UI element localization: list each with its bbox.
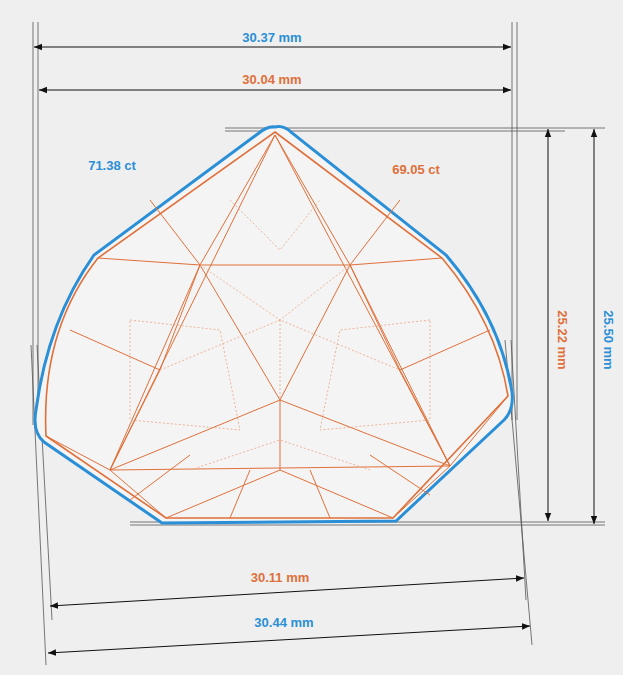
dimension-label: 25.50 mm xyxy=(600,307,616,372)
dimension-label: 69.05 ct xyxy=(389,162,443,178)
dimension-label: 25.22 mm xyxy=(554,307,570,372)
dimension-label: 30.11 mm xyxy=(248,570,313,586)
dimension-label: 71.38 ct xyxy=(85,158,139,174)
hidden-facets xyxy=(130,200,430,470)
facet-lines xyxy=(46,132,508,518)
extension-lines xyxy=(31,22,605,665)
outer-outline xyxy=(35,127,512,523)
dimension-label: 30.04 mm xyxy=(239,72,304,88)
dimension-label: 30.44 mm xyxy=(251,615,316,631)
dimension-label: 30.37 mm xyxy=(239,30,304,46)
dimension-lines xyxy=(34,47,594,653)
